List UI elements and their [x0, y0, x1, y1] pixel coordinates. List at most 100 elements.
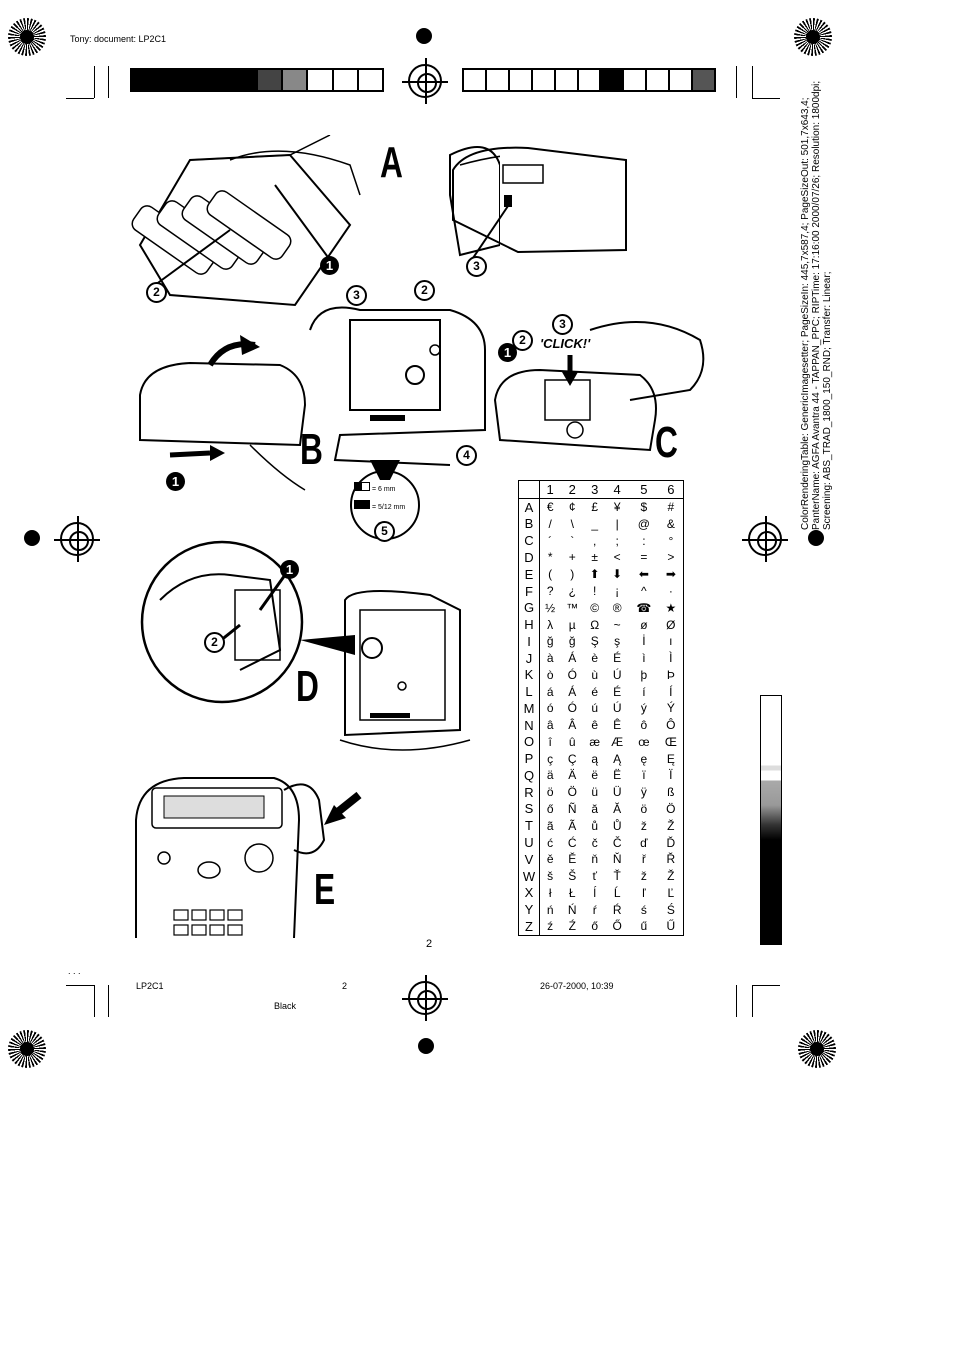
document-label: Tony: document: LP2C1 [70, 34, 167, 44]
character-cell: µ [568, 617, 576, 632]
character-cell: ¢ [568, 500, 576, 515]
character-cell: é [591, 684, 599, 699]
character-cell: ó [546, 701, 554, 716]
character-cell: É [613, 684, 622, 699]
character-cell: ☎ [636, 600, 652, 615]
character-cell: , [593, 533, 597, 548]
character-cell: ń [546, 902, 554, 917]
character-cell: Ž [667, 818, 675, 833]
character-cell: Æ [611, 734, 624, 749]
crosshair-icon [54, 516, 100, 562]
character-table-row: D*+±<=> [518, 549, 684, 566]
character-cell: Ą [613, 751, 622, 766]
character-cell: Š [568, 869, 577, 884]
character-cell: _ [591, 516, 599, 531]
character-cell: Ó [567, 701, 577, 716]
character-cell: < [613, 550, 621, 565]
character-cell: ş [614, 634, 621, 649]
character-cell: İ [642, 634, 646, 649]
character-cell: © [590, 600, 600, 615]
figure-label: E [314, 865, 336, 914]
character-cell: ë [591, 768, 599, 783]
character-cell: ã [546, 818, 554, 833]
registration-dot [24, 530, 40, 546]
character-table: 1 2 3 4 5 6 A€¢£¥$#B/\_|@&C´`,;:°D*+±<=>… [518, 480, 684, 936]
row-label: P [518, 750, 540, 768]
character-cell: ğ [546, 634, 554, 649]
character-cell: à [546, 651, 554, 666]
character-cell: ! [593, 584, 597, 599]
character-cell: ü [591, 785, 599, 800]
character-cell: * [547, 550, 553, 565]
row-label: B [518, 515, 540, 533]
character-cell: ¿ [568, 584, 576, 599]
character-cell: ® [612, 600, 622, 615]
character-cell: Ť [613, 869, 621, 884]
character-cell: Ń [567, 902, 577, 917]
row-label: X [518, 884, 540, 902]
tape-width-legend: = 6 mm = 5/12 mm [354, 481, 405, 517]
character-cell: š [547, 869, 554, 884]
character-table-row: E()⬆⬇⬅➡ [518, 565, 684, 583]
character-cell: Ó [567, 667, 577, 682]
tick-mark: . . . [68, 966, 81, 976]
character-cell: É [613, 651, 622, 666]
character-cell: Ř [666, 852, 676, 867]
character-cell: ř [641, 852, 646, 867]
character-cell: Ď [666, 835, 676, 850]
footer-datetime: 26-07-2000, 10:39 [540, 981, 614, 991]
lid-open-illustration [139, 335, 307, 491]
crosshair-icon [402, 58, 448, 104]
character-cell: ú [591, 701, 599, 716]
character-cell: ô [640, 718, 648, 733]
character-cell: Â [568, 718, 577, 733]
character-cell: £ [591, 500, 599, 515]
figure-label: A [380, 138, 403, 187]
character-cell: Ø [666, 617, 676, 632]
character-cell: ? [546, 584, 554, 599]
character-cell: ę [640, 751, 648, 766]
row-label: Z [518, 917, 540, 936]
character-cell: ´ [548, 533, 553, 548]
character-cell: ` [570, 533, 575, 548]
character-cell: Č [612, 835, 622, 850]
character-cell: Ö [567, 785, 577, 800]
row-label: Y [518, 901, 540, 918]
registration-star-icon [798, 1030, 836, 1068]
character-cell: æ [589, 734, 601, 749]
column-header: 6 [658, 480, 684, 499]
character-cell: ; [615, 533, 619, 548]
print-info-vertical: ColorRenderingTable: GenericImagesetter;… [800, 80, 833, 530]
character-cell: ğ [568, 634, 576, 649]
character-cell: ŕ [592, 902, 597, 917]
registration-dot [416, 28, 432, 44]
registration-dot [808, 530, 824, 546]
character-cell: ê [591, 718, 599, 733]
row-label: L [518, 683, 540, 700]
footer-color-label: Black [274, 1001, 297, 1011]
row-label: F [518, 582, 540, 600]
printer-side-illustration [452, 146, 627, 259]
character-cell: Ű [666, 919, 676, 934]
character-cell: ö [546, 785, 554, 800]
character-cell: ß [667, 785, 675, 800]
step-number: 2 [414, 280, 435, 301]
row-label: E [518, 565, 540, 583]
character-cell: $ [640, 500, 648, 515]
character-cell: + [568, 550, 576, 565]
greyscale-strip [760, 695, 782, 945]
character-cell: Ł [568, 885, 576, 900]
character-cell: ć [547, 835, 554, 850]
character-cell: ÿ [640, 785, 647, 800]
character-cell: ž [640, 818, 647, 833]
row-label: R [518, 783, 540, 801]
click-cassette-illustration [493, 321, 705, 452]
row-label: Q [518, 767, 540, 784]
